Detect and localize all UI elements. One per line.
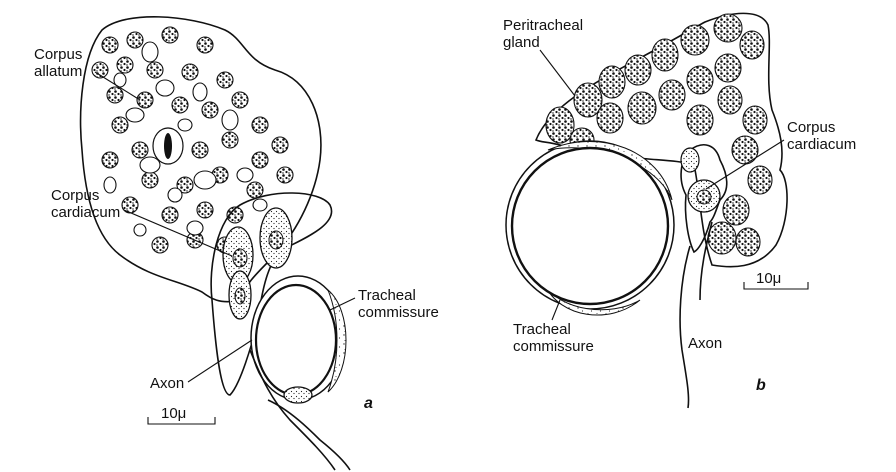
gland-nucleus <box>743 106 767 134</box>
allatum-vacuole <box>194 171 216 189</box>
gland-nucleus <box>628 92 656 124</box>
gland-nucleus <box>708 222 736 254</box>
allatum-vacuole <box>168 188 182 202</box>
gland-nucleus <box>718 86 742 114</box>
axon-stem <box>268 400 350 470</box>
gland-nucleus <box>599 66 625 98</box>
allatum-nucleus <box>172 97 188 113</box>
cardiacum-nucleus <box>235 288 245 304</box>
allatum-vacuole <box>178 119 192 131</box>
axon-stem <box>680 246 690 408</box>
cardiacum-nucleus <box>233 249 247 267</box>
allatum-nucleus <box>192 142 208 158</box>
allatum-nucleus <box>107 87 123 103</box>
axon-cell <box>284 387 312 403</box>
allatum-nucleus <box>202 102 218 118</box>
allatum-nucleus <box>127 32 143 48</box>
allatum-nucleus <box>102 37 118 53</box>
allatum-nucleus <box>152 237 168 253</box>
allatum-vacuole <box>222 110 238 130</box>
allatum-nucleus <box>142 172 158 188</box>
dividing-nucleus-spindle <box>164 133 172 159</box>
scale-bar-a: 10μ <box>148 405 215 424</box>
allatum-vacuole <box>187 221 203 235</box>
allatum-vacuole <box>134 224 146 236</box>
allatum-nucleus <box>112 117 128 133</box>
gland-nucleus <box>723 195 749 225</box>
cardiacum-nucleus <box>697 190 711 204</box>
gland-nucleus <box>740 31 764 59</box>
panel-letter-b: b <box>756 377 766 394</box>
allatum-vacuole <box>156 80 174 96</box>
allatum-nucleus <box>162 207 178 223</box>
allatum-vacuole <box>142 42 158 62</box>
allatum-nucleus <box>197 202 213 218</box>
allatum-vacuole <box>237 168 253 182</box>
allatum-nucleus <box>132 142 148 158</box>
gland-nucleus <box>715 54 741 82</box>
scale-bar-b: 10μ <box>744 270 808 289</box>
tracheal-commissure-inner <box>256 285 336 395</box>
allatum-nucleus <box>277 167 293 183</box>
allatum-nucleus <box>272 137 288 153</box>
label-axon-b: Axon <box>688 335 722 352</box>
gland-nucleus <box>652 39 678 71</box>
allatum-nucleus <box>147 62 163 78</box>
gland-nucleus <box>687 105 713 135</box>
allatum-vacuole <box>104 177 116 193</box>
gland-nucleus <box>597 103 623 133</box>
gland-nucleus <box>687 66 713 94</box>
gland-nucleus <box>736 228 760 256</box>
leader-peritracheal-gland <box>540 50 575 96</box>
allatum-nucleus <box>197 37 213 53</box>
allatum-nucleus <box>222 132 238 148</box>
allatum-nucleus <box>252 117 268 133</box>
allatum-nucleus <box>117 57 133 73</box>
allatum-vacuole <box>126 108 144 122</box>
cardiacum-nucleus <box>269 231 283 249</box>
corpus-allatum-nuclei <box>92 27 293 253</box>
allatum-vacuole <box>140 157 160 173</box>
allatum-nucleus <box>162 27 178 43</box>
label-axon-a: Axon <box>150 375 184 392</box>
tracheal-commissure-inner <box>512 148 668 304</box>
gland-nucleus <box>748 166 772 194</box>
allatum-vacuole <box>253 199 267 211</box>
gland-nucleus <box>681 25 709 55</box>
allatum-vacuole <box>193 83 207 101</box>
gland-nucleus <box>732 136 758 164</box>
svg-text:10μ: 10μ <box>756 270 781 287</box>
leader-tracheal-commissure-b <box>552 300 560 320</box>
gland-nucleus <box>659 80 685 110</box>
allatum-nucleus <box>102 152 118 168</box>
allatum-nucleus <box>247 182 263 198</box>
cardiacum-cell <box>681 148 699 172</box>
allatum-nucleus <box>232 92 248 108</box>
gland-nucleus <box>625 55 651 85</box>
allatum-nucleus <box>182 64 198 80</box>
svg-text:10μ: 10μ <box>161 405 186 422</box>
panel-letter-a: a <box>364 395 373 412</box>
gland-nucleus <box>714 14 742 42</box>
allatum-nucleus <box>217 72 233 88</box>
allatum-nucleus <box>252 152 268 168</box>
